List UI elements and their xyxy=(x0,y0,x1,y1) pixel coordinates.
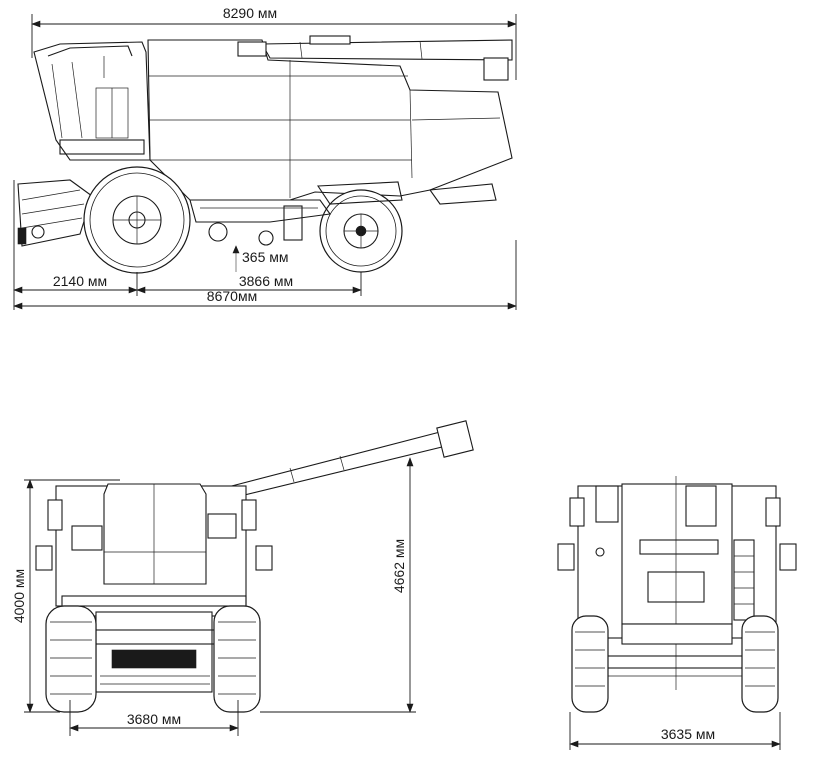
chassis xyxy=(189,181,403,246)
dim-rear-width: 3635 мм xyxy=(569,712,781,750)
dim-label-ground-clearance: 365 мм xyxy=(242,249,289,265)
front-header xyxy=(83,611,223,693)
front-view: 4000 мм 4662 мм xyxy=(11,420,474,736)
dim-label-unloader-height: 4662 мм xyxy=(391,539,407,593)
dim-ground-clearance: 365 мм xyxy=(232,245,289,272)
dim-front-width: 3680 мм xyxy=(69,700,239,736)
dim-label-rear-width: 3635 мм xyxy=(661,726,715,742)
rear-view: 3635 мм xyxy=(557,476,797,750)
rear-left-wheel xyxy=(571,615,609,713)
side-view: 8290 мм xyxy=(13,5,517,310)
main-body xyxy=(147,39,513,205)
front-wheel xyxy=(83,166,191,274)
dim-overall-length: 8290 мм xyxy=(31,5,517,80)
rear-body xyxy=(557,476,797,690)
dim-unloader-height: 4662 мм xyxy=(260,457,416,713)
dim-label-wheelbase: 3866 мм xyxy=(239,273,293,289)
dim-label-total-length: 8670мм xyxy=(207,288,257,304)
front-right-wheel xyxy=(213,605,261,713)
front-body xyxy=(35,483,273,617)
rear-wheel xyxy=(319,189,403,273)
dim-label-front-overhang: 2140 мм xyxy=(53,273,107,289)
unloading-auger xyxy=(261,35,513,81)
dim-label-front-height: 4000 мм xyxy=(11,569,27,623)
front-unloading-auger xyxy=(223,420,474,499)
dim-label-front-width: 3680 мм xyxy=(127,711,181,727)
cab xyxy=(33,41,151,161)
front-left-wheel xyxy=(45,605,97,713)
dim-front-height: 4000 мм xyxy=(11,479,120,713)
dim-side-bottom: 2140 мм 3866 мм 8670мм xyxy=(13,180,517,310)
header-feeder xyxy=(17,179,93,247)
dim-label-overall-length: 8290 мм xyxy=(223,5,277,21)
rear-right-wheel xyxy=(741,615,779,713)
